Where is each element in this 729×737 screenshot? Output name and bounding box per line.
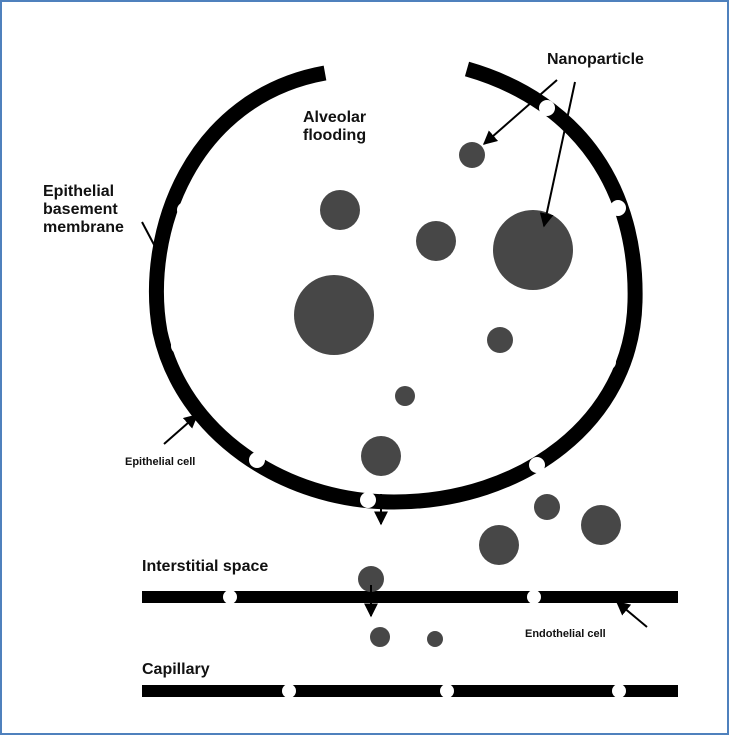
interstitial-membrane [142, 590, 678, 604]
nanoparticle [487, 327, 513, 353]
label-capillary: Capillary [142, 661, 210, 678]
alveolar-wall [149, 61, 643, 510]
nanoparticle [395, 386, 415, 406]
nanoparticle [493, 210, 573, 290]
arrows [141, 79, 648, 628]
ebm-pointer [141, 221, 161, 257]
label-interstitial-space: Interstitial space [142, 558, 268, 575]
endothelial-cell-arrow [615, 601, 648, 628]
label-endothelial-cell: Endothelial cell [525, 628, 606, 640]
label-alveolar-2: flooding [303, 127, 366, 144]
nanoparticle [320, 190, 360, 230]
label-alveolar-1: Alveolar [303, 109, 366, 126]
label-nanoparticle: Nanoparticle [547, 51, 644, 68]
nanoparticle [370, 627, 390, 647]
nanoparticle-arrow-large [539, 81, 576, 228]
label-ebm-3: membrane [43, 219, 124, 236]
nanoparticle [581, 505, 621, 545]
nanoparticle [358, 566, 384, 592]
nanoparticle [479, 525, 519, 565]
label-ebm-2: basement [43, 201, 118, 218]
nanoparticle [459, 142, 485, 168]
nanoparticle [294, 275, 374, 355]
nanoparticle-arrow-small [482, 79, 558, 145]
label-ebm-1: Epithelial [43, 183, 114, 200]
label-epithelial-cell: Epithelial cell [125, 456, 195, 468]
nanoparticle [534, 494, 560, 520]
epithelial-cell-arrow [163, 414, 199, 445]
capillary-membrane [142, 684, 678, 698]
nanoparticle [416, 221, 456, 261]
nanoparticle [361, 436, 401, 476]
nanoparticle [427, 631, 443, 647]
nanoparticles [294, 142, 621, 647]
